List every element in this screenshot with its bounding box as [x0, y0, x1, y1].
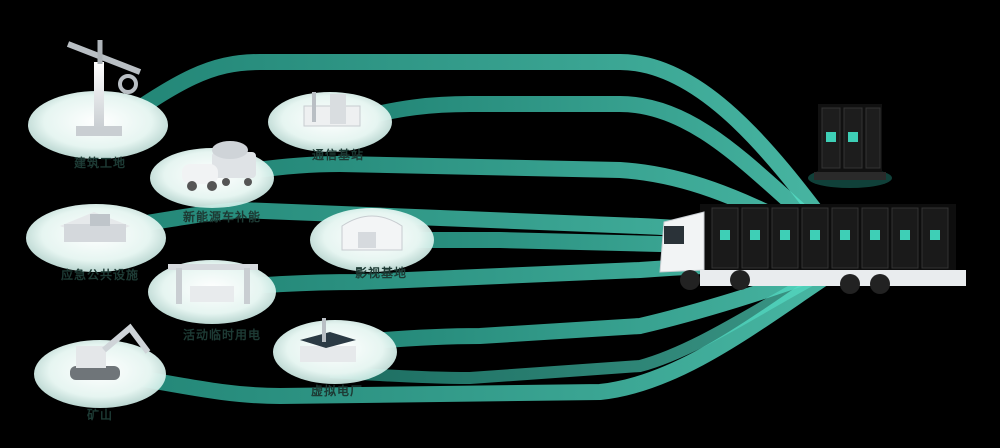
tower-crane-icon [66, 40, 142, 136]
flow-stream-mining [98, 267, 835, 405]
scene-label-construction: 建筑工地 [73, 156, 127, 170]
module-status-light [750, 230, 760, 240]
public-building-icon [60, 212, 130, 242]
energy-storage-truck-icon [659, 204, 966, 294]
flow-stream-base-station [358, 96, 835, 243]
scene-label-public-lab: 应急公共设施 [60, 268, 140, 282]
scene-label-mining: 矿山 [86, 408, 114, 422]
scene-label-event-venue: 活动临时用电 [182, 328, 262, 342]
battery-module [801, 207, 829, 269]
module-status-light [810, 230, 820, 240]
solar-plant-icon [300, 318, 356, 362]
studio-tent-icon [341, 215, 403, 251]
module-status-light [900, 230, 910, 240]
scene-label-base-station: 通信基站 [311, 148, 365, 162]
module-status-light [870, 230, 880, 240]
ev-car-icon [182, 141, 256, 191]
module-status-light [840, 230, 850, 240]
scene-label-film-studio: 影视基地 [354, 266, 408, 280]
flow-stream-construction [105, 54, 837, 235]
module-status-light [720, 230, 730, 240]
flow-stream-virtual-plant-lower [329, 264, 833, 385]
module-status-light [780, 230, 790, 240]
base-station-icon [303, 92, 361, 127]
mobile-storage-cabinet-icon [808, 104, 892, 188]
scene-label-ev-charging: 新能源车补能 [182, 210, 262, 224]
excavator-icon [70, 323, 151, 380]
stage-truss-icon [168, 264, 258, 304]
flow-stream-virtual-plant [339, 260, 833, 352]
module-status-light [930, 230, 940, 240]
scene-label-virtual-plant: 虚拟电厂 [310, 384, 364, 398]
